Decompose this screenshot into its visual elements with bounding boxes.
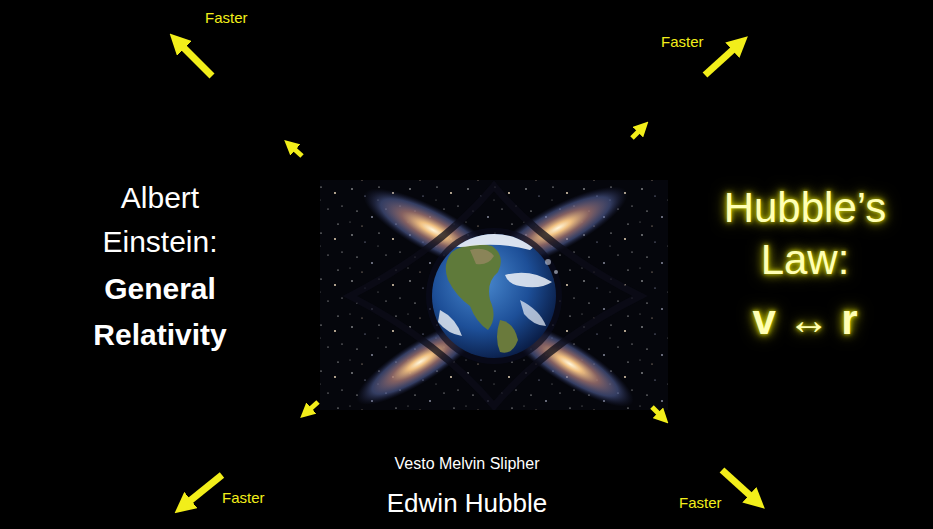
expansion-arrow [180, 44, 212, 76]
cloud [440, 231, 533, 250]
expansion-arrow [292, 147, 302, 156]
direction-label: Faster [679, 494, 722, 512]
earth [432, 234, 556, 358]
theory-name: General Relativity [72, 266, 248, 358]
expansion-arrow [652, 407, 661, 416]
expansion-arrow [632, 129, 641, 138]
person-name: Vesto Melvin Slipher [317, 454, 617, 474]
direction-label: Faster [661, 33, 704, 51]
continent [497, 320, 518, 353]
direction-label: Faster [222, 489, 265, 507]
expansion-arrow [722, 470, 754, 499]
expansion-arrow [705, 46, 737, 75]
cloud [505, 273, 552, 288]
cloud [438, 310, 462, 336]
cloud [520, 300, 546, 326]
lensing-image [320, 180, 668, 410]
earth-halo [426, 228, 562, 364]
direction-label: Faster [205, 9, 248, 27]
lens-shadow [350, 186, 640, 406]
continent [446, 244, 501, 330]
law-formula: v ↔ r [698, 294, 912, 346]
person-name: Albert Einstein: [72, 176, 248, 264]
law-name: Hubble’s Law: [698, 182, 912, 286]
small-galaxy [545, 259, 551, 265]
earth-land [438, 231, 552, 352]
expansion-arrow [308, 402, 318, 411]
continent [470, 249, 494, 264]
person-name: Edwin Hubble [317, 487, 617, 519]
small-galaxy [554, 270, 558, 274]
expansion-arrows [180, 44, 754, 504]
expansion-arrow [186, 475, 222, 504]
